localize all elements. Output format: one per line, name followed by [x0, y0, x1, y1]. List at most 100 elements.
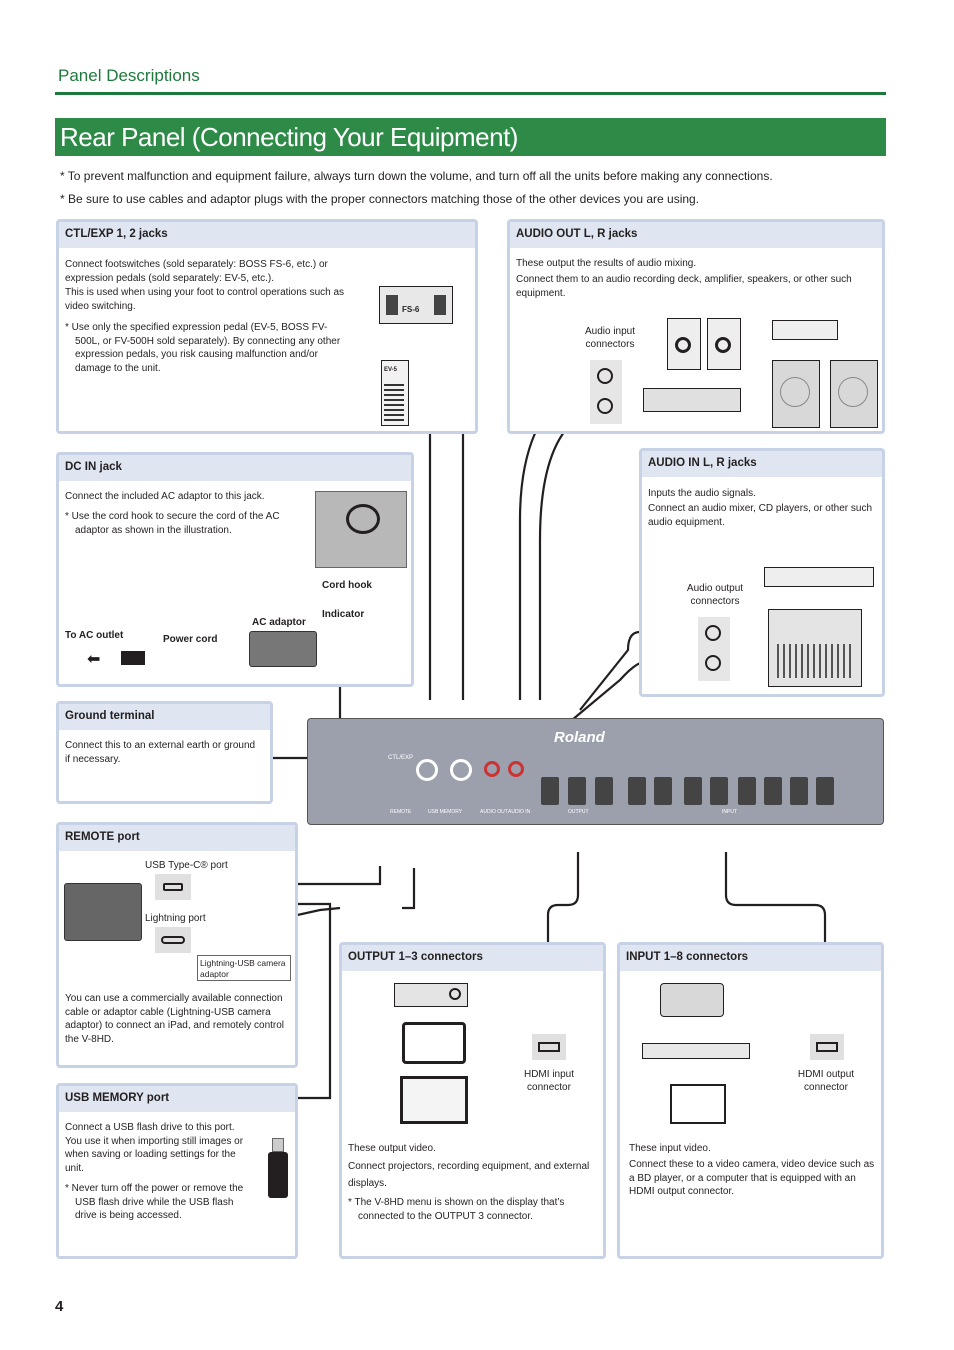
display-icon — [400, 1076, 468, 1124]
input-box: INPUT 1–8 connectors HDMI output connect… — [617, 942, 884, 1259]
usb-type-c-label: USB Type-C® port — [145, 860, 228, 871]
ground-title: Ground terminal — [65, 710, 155, 722]
usb-flash-drive-icon — [268, 1138, 288, 1198]
audio-out-title: AUDIO OUT L, R jacks — [516, 228, 638, 240]
usb-memory-port-label: USB MEMORY — [428, 809, 463, 815]
usb-memory-p1: Connect a USB flash drive to this port. … — [65, 1122, 244, 1174]
input-p1: These input video. — [629, 1143, 711, 1154]
input-p2: Connect these to a video camera, video d… — [629, 1159, 875, 1197]
video-camera-icon — [660, 983, 724, 1017]
audio-in-title: AUDIO IN L, R jacks — [648, 457, 757, 469]
output-p1: These output video. — [348, 1143, 436, 1154]
projector-icon — [394, 983, 468, 1007]
ctl-p1: Connect footswitches (sold separately: B… — [65, 259, 328, 284]
ground-box: Ground terminal Connect this to an exter… — [56, 701, 273, 804]
usb-memory-box: USB MEMORY port Connect a USB flash driv… — [56, 1083, 298, 1259]
cd-player-icon — [764, 567, 874, 587]
ac-adaptor-label: AC adaptor — [252, 617, 306, 628]
speaker-icon — [667, 318, 701, 370]
remote-lightning-cable — [402, 868, 416, 910]
lightning-port-icon — [155, 927, 191, 953]
hdmi-input-port — [790, 777, 808, 805]
hdmi-input-port — [654, 777, 672, 805]
input-title: INPUT 1–8 connectors — [626, 951, 749, 963]
v8hd-rear-panel: Roland CTL/EXP REMOTE USB MEMORY AUDIO O… — [307, 718, 884, 825]
audio-out-port-label: AUDIO OUT — [480, 809, 508, 815]
cord-hook-illustration — [315, 491, 407, 568]
output-title: OUTPUT 1–3 connectors — [348, 951, 483, 963]
ac-adaptor-icon — [249, 631, 317, 667]
audio-out-p1: These output the results of audio mixing… — [516, 258, 697, 269]
audio-in-p2: Connect an audio mixer, CD players, or o… — [648, 503, 872, 528]
lightning-port-label: Lightning port — [145, 913, 206, 924]
hdmi-input-port — [738, 777, 756, 805]
ctl1-jack — [416, 759, 438, 781]
rca-jack-icon — [698, 617, 730, 681]
footswitch-icon: FS-6 — [379, 286, 453, 324]
output-p2: Connect projectors, recording equipment,… — [348, 1161, 590, 1189]
audio-out-box: AUDIO OUT L, R jacks These output the re… — [507, 219, 885, 434]
usb-memory-b1: * Never turn off the power or remove the… — [65, 1183, 244, 1221]
page-title: Rear Panel (Connecting Your Equipment) — [60, 122, 518, 152]
power-cord-label: Power cord — [163, 634, 218, 645]
ipad-icon — [64, 883, 142, 941]
hdmi-in-cable — [724, 852, 827, 992]
remote-box: REMOTE port USB Type-C® port Lightning p… — [56, 822, 298, 1068]
dc-in-p1: Connect the included AC adaptor to this … — [65, 491, 265, 502]
dc-in-box: DC IN jack Connect the included AC adapt… — [56, 452, 414, 687]
pa-speaker-icon — [830, 360, 878, 428]
arrow-left-icon: ⬅ — [87, 651, 101, 668]
audio-in-p1: Inputs the audio signals. — [648, 488, 756, 499]
hdmi-input-port — [816, 777, 834, 805]
hdmi-out-cable — [546, 852, 580, 992]
hdmi-input-connector-label: HDMI input connector — [523, 1069, 574, 1093]
output-box: OUTPUT 1–3 connectors HDMI input connect… — [339, 942, 606, 1259]
note-2: * Be sure to use cables and adaptor plug… — [60, 192, 700, 206]
hdmi-input-port — [684, 777, 702, 805]
note-1: * To prevent malfunction and equipment f… — [60, 169, 773, 183]
hdmi-input-port — [710, 777, 728, 805]
hdmi-input-connector-icon — [532, 1034, 566, 1060]
output-port-label: OUTPUT — [568, 809, 589, 815]
rca-out-l — [484, 761, 500, 777]
recording-deck-icon — [772, 320, 838, 340]
ground-p1: Connect this to an external earth or gro… — [65, 740, 256, 765]
bd-player-icon — [642, 1043, 750, 1059]
audio-in-box: AUDIO IN L, R jacks Inputs the audio sig… — [639, 448, 885, 697]
hdmi-input-port — [628, 777, 646, 805]
laptop-icon — [670, 1084, 726, 1124]
input-port-label: INPUT — [722, 809, 737, 815]
audio-in-port-label: AUDIO IN — [508, 809, 531, 815]
hdmi-output-connector-icon — [810, 1034, 844, 1060]
ctl-exp-title: CTL/EXP 1, 2 jacks — [65, 228, 168, 240]
audio-output-connectors-label: Audio output connectors — [686, 583, 744, 607]
remote-port-label: REMOTE — [390, 809, 412, 815]
lightning-adaptor-label: Lightning-USB camera adaptor — [197, 955, 291, 981]
hdmi-input-port — [764, 777, 782, 805]
remote-p1: You can use a commercially available con… — [65, 993, 285, 1045]
to-ac-outlet-label: To AC outlet — [65, 630, 124, 641]
ctl2-jack — [450, 759, 472, 781]
remote-title: REMOTE port — [65, 831, 140, 843]
recorder-monitor-icon — [402, 1022, 466, 1064]
usb-memory-title: USB MEMORY port — [65, 1092, 170, 1104]
usb-c-port-icon — [155, 874, 191, 900]
section-title: Panel Descriptions — [58, 66, 200, 85]
audio-input-connectors-label: Audio input connectors — [584, 326, 636, 350]
ctl-b1: * Use only the specified expression peda… — [65, 322, 341, 374]
page-number: 4 — [55, 1298, 64, 1315]
audio-mixer-icon — [768, 609, 862, 687]
section-rule — [55, 92, 886, 95]
speaker-icon — [707, 318, 741, 370]
hdmi-output-port — [541, 777, 559, 805]
dc-in-title: DC IN jack — [65, 461, 122, 473]
output-b1: * The V-8HD menu is shown on the display… — [348, 1197, 565, 1222]
ctl-p2: This is used when using your foot to con… — [65, 287, 345, 312]
hdmi-output-port — [595, 777, 613, 805]
audio-out-p2: Connect them to an audio recording deck,… — [516, 274, 852, 299]
ctl-exp-box: CTL/EXP 1, 2 jacks Connect footswitches … — [56, 219, 478, 434]
hdmi-output-connector-label: HDMI output connector — [797, 1069, 855, 1093]
hdmi-output-port — [568, 777, 586, 805]
dc-in-b1: * Use the cord hook to secure the cord o… — [65, 511, 280, 536]
brand-logo: Roland — [554, 729, 605, 746]
